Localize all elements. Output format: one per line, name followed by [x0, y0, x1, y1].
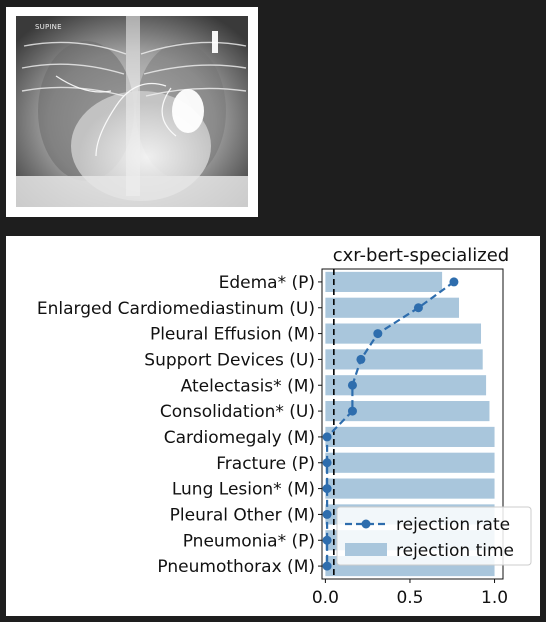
y-tick-label-4: Atelectasis* (M)	[181, 376, 315, 396]
y-tick-label-2: Pleural Effusion (M)	[150, 325, 315, 345]
y-tick-label-6: Cardiomegaly (M)	[164, 428, 315, 448]
y-tick-label-1: Enlarged Cardiomediastinum (U)	[37, 299, 315, 319]
y-tick-label-0: Edema* (P)	[219, 273, 315, 293]
y-tick-label-5: Consolidation* (U)	[160, 402, 315, 422]
legend-label-rejection-rate: rejection rate	[396, 515, 510, 535]
legend-label-rejection-time: rejection time	[396, 541, 514, 561]
rejection-rate-point-11	[322, 561, 332, 571]
y-tick-labels: Edema* (P) Enlarged Cardiomediastinum (U)…	[37, 273, 322, 577]
bar-7	[325, 452, 495, 473]
bar-6	[325, 426, 495, 447]
x-tick-label-1: 0.5	[396, 588, 423, 608]
bar-0	[325, 271, 443, 292]
legend: rejection rate rejection time	[336, 506, 532, 566]
rejection-rate-point-8	[322, 484, 332, 494]
y-tick-label-10: Pneumonia* (P)	[183, 531, 315, 551]
bar-1	[325, 297, 460, 318]
y-tick-label-11: Pneumothorax (M)	[157, 557, 315, 577]
bar-8	[325, 478, 495, 499]
bar-2	[325, 323, 482, 344]
rejection-rate-point-5	[347, 406, 357, 416]
rejection-rate-point-3	[356, 354, 366, 364]
y-tick-label-8: Lung Lesion* (M)	[172, 480, 315, 500]
bar-chart: cxr-bert-specialized Edema* (P) Enlarged …	[37, 245, 532, 608]
xray-panel: SUPINE	[6, 7, 258, 217]
chest-xray-image: SUPINE	[16, 16, 248, 207]
rejection-rate-point-9	[322, 509, 332, 519]
legend-bar-swatch	[345, 543, 387, 556]
y-tick-label-3: Support Devices (U)	[144, 350, 315, 370]
rejection-rate-point-6	[322, 432, 332, 442]
chart-title: cxr-bert-specialized	[333, 245, 510, 266]
rejection-rate-point-2	[373, 329, 383, 339]
xray-svg	[16, 16, 248, 207]
bar-5	[325, 401, 490, 422]
y-tick-label-9: Pleural Other (M)	[170, 505, 315, 525]
plot-frame	[321, 268, 504, 580]
bar-3	[325, 349, 483, 370]
rejection-rate-point-10	[322, 535, 332, 545]
rejection-rate-point-1	[413, 303, 423, 313]
rejection-rate-point-7	[322, 458, 332, 468]
x-tick-label-0: 0.0	[312, 588, 339, 608]
y-tick-label-7: Fracture (P)	[216, 454, 315, 474]
rejection-rate-point-0	[449, 277, 459, 287]
x-tick-labels: 0.0 0.5 1.0	[312, 579, 508, 608]
chart-panel: cxr-bert-specialized Edema* (P) Enlarged …	[6, 236, 540, 616]
bar-4	[325, 375, 487, 396]
legend-marker-swatch	[361, 519, 371, 529]
x-tick-label-2: 1.0	[481, 588, 508, 608]
line-series-group	[322, 277, 459, 571]
xray-view-label: SUPINE	[35, 23, 62, 31]
rejection-rate-point-4	[347, 380, 357, 390]
